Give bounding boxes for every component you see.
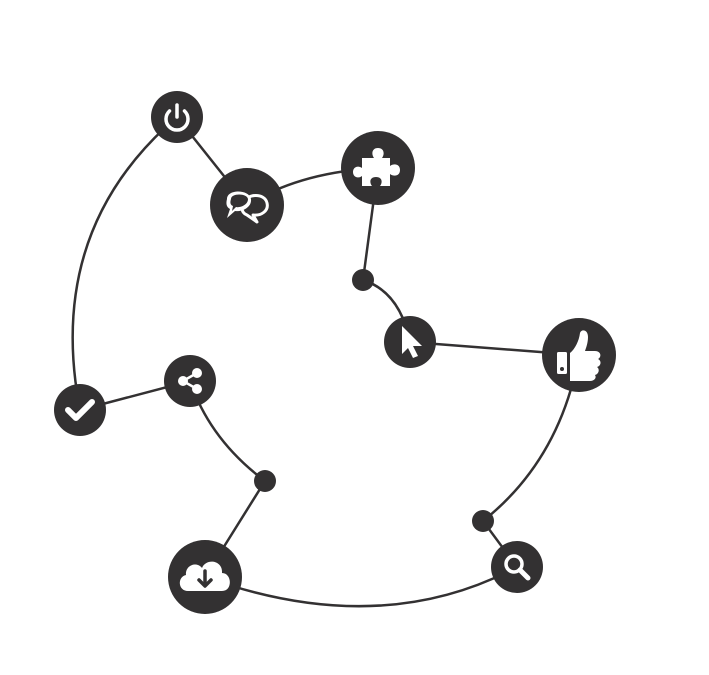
edge-check-power	[71, 115, 179, 412]
node-puzzle[interactable]	[341, 131, 415, 205]
node-thumbs-up[interactable]	[542, 318, 616, 392]
node-cursor[interactable]	[384, 316, 436, 368]
connections	[71, 115, 581, 608]
edge-search-cloud	[203, 565, 519, 608]
node-share[interactable]	[164, 355, 216, 407]
junction-dot-a	[352, 269, 374, 291]
checkmark-icon	[65, 399, 95, 421]
node-check[interactable]	[54, 384, 106, 436]
cursor-arrow-icon	[402, 326, 422, 358]
share-icon	[178, 368, 202, 394]
puzzle-piece-icon	[353, 148, 400, 186]
junctions	[254, 269, 494, 532]
node-search[interactable]	[491, 541, 543, 593]
magnifier-icon	[504, 554, 531, 581]
power-icon	[164, 103, 190, 132]
thumbs-up-icon	[557, 330, 601, 381]
node-power[interactable]	[151, 91, 203, 143]
cloud-download-icon	[179, 561, 230, 591]
node-chat[interactable]	[210, 168, 284, 242]
junction-dot-b	[472, 510, 494, 532]
chat-bubbles-icon	[226, 191, 269, 224]
junction-dot-c	[254, 470, 276, 492]
node-cloud-download[interactable]	[168, 540, 242, 614]
